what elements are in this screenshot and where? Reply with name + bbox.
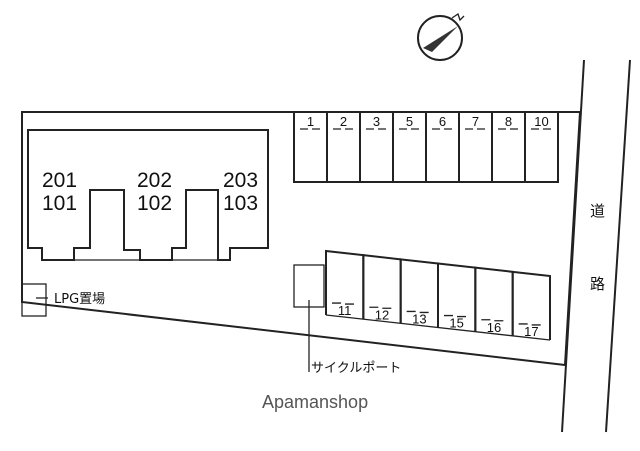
lpg-storage-box — [21, 283, 47, 317]
north-arrow-icon — [417, 12, 465, 61]
unit-number: 103 — [223, 192, 258, 215]
slot-mark — [332, 302, 354, 305]
parking-slot-number: 6 — [439, 114, 446, 129]
slot-mark — [369, 306, 392, 309]
parking-slot — [524, 111, 559, 183]
unit-number: 201 — [42, 169, 77, 192]
parking-slot-number: 7 — [472, 114, 479, 129]
parking-slot-number: 1 — [307, 114, 314, 129]
unit-number: 203 — [223, 169, 258, 192]
parking-slot-number: 13 — [412, 311, 426, 326]
parking-row-bottom: 11 12 13 15 16 17 — [325, 249, 551, 341]
road-edge-left — [561, 59, 585, 433]
slot-mark — [444, 314, 466, 318]
parking-slot-number: 11 — [338, 303, 352, 318]
slot-mark — [406, 310, 429, 314]
parking-slot-number: 15 — [449, 316, 463, 331]
parking-slot-number: 12 — [375, 307, 389, 322]
parking-slot-number: 5 — [406, 114, 413, 129]
parking-slot-number: 10 — [534, 114, 548, 129]
unit-group-3: 203 103 — [223, 169, 258, 215]
slot-mark — [518, 323, 541, 326]
parking-slot-number: 8 — [505, 114, 512, 129]
parking-slot-number: 3 — [373, 114, 380, 129]
watermark: Apamanshop — [262, 392, 368, 412]
lpg-label: LPG置場 — [54, 292, 105, 307]
parking-row-base — [325, 314, 551, 341]
road-label-char: 路 — [590, 275, 605, 293]
parking-slot-number: 16 — [487, 320, 501, 335]
slot-mark — [481, 319, 504, 322]
road-label-char: 道 — [590, 202, 605, 220]
parking-slot-number: 2 — [340, 114, 347, 129]
unit-group-1: 201 101 — [42, 169, 77, 215]
parking-slot — [511, 270, 551, 340]
parking-row-top: 1 2 3 5 6 7 8 10 — [293, 111, 559, 183]
unit-group-2: 202 102 — [137, 169, 172, 215]
road-edge-right — [605, 59, 631, 433]
unit-number: 101 — [42, 192, 77, 215]
cycle-port-label: サイクルポート — [311, 361, 401, 376]
parking-slot-number: 17 — [524, 324, 538, 339]
unit-number: 202 — [137, 169, 172, 192]
unit-number: 102 — [137, 192, 172, 215]
